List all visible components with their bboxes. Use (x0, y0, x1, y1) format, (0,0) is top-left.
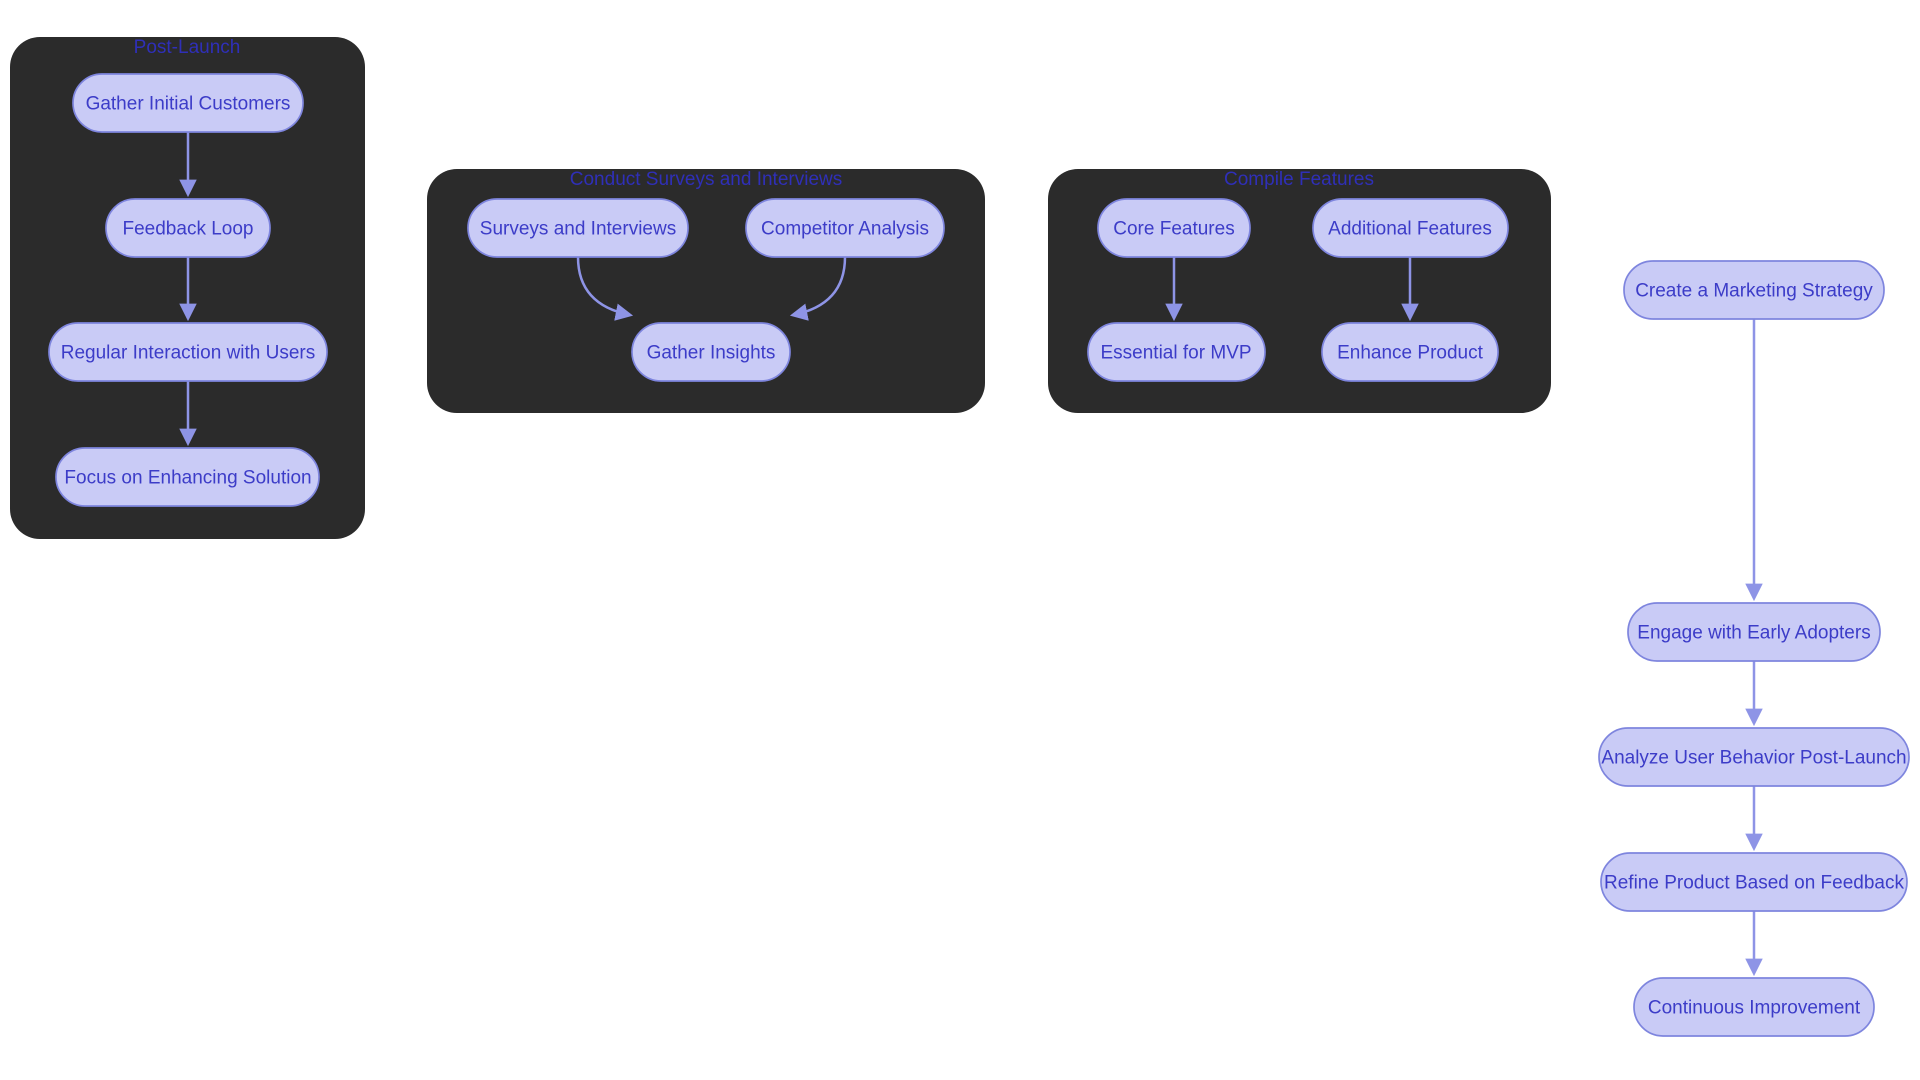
cluster-post-launch-title: Post-Launch (134, 37, 241, 58)
node-analyze-user-behavior-post-launch: Analyze User Behavior Post-Launch (1598, 727, 1910, 787)
node-gather-insights-shape (631, 322, 791, 382)
node-gather-initial-customers-label: Gather Initial Customers (86, 94, 291, 115)
node-focus-on-enhancing-solution: Focus on Enhancing Solution (55, 447, 320, 507)
node-competitor-analysis: Competitor Analysis (745, 198, 945, 258)
node-refine-product-based-on-feedback-shape (1600, 852, 1908, 912)
node-refine-product-based-on-feedback-label: Refine Product Based on Feedback (1604, 873, 1904, 894)
node-essential-for-mvp: Essential for MVP (1087, 322, 1266, 382)
node-essential-for-mvp-shape (1087, 322, 1266, 382)
node-surveys-and-interviews: Surveys and Interviews (467, 198, 689, 258)
node-essential-for-mvp-label: Essential for MVP (1101, 343, 1252, 364)
node-focus-on-enhancing-solution-label: Focus on Enhancing Solution (64, 468, 311, 489)
node-continuous-improvement-shape (1633, 977, 1875, 1037)
node-continuous-improvement-label: Continuous Improvement (1648, 998, 1861, 1019)
node-regular-interaction-with-users-shape (48, 322, 328, 382)
node-enhance-product-shape (1321, 322, 1499, 382)
cluster-conduct-surveys-title: Conduct Surveys and Interviews (570, 169, 842, 190)
node-continuous-improvement: Continuous Improvement (1633, 977, 1875, 1037)
node-regular-interaction-with-users-label: Regular Interaction with Users (61, 343, 316, 364)
node-regular-interaction-with-users: Regular Interaction with Users (48, 322, 328, 382)
node-engage-with-early-adopters-shape (1627, 602, 1881, 662)
node-enhance-product-label: Enhance Product (1337, 343, 1483, 364)
edges (179, 132, 1763, 977)
node-enhance-product: Enhance Product (1321, 322, 1499, 382)
node-core-features: Core Features (1097, 198, 1251, 258)
node-feedback-loop-label: Feedback Loop (123, 219, 254, 240)
node-refine-product-based-on-feedback: Refine Product Based on Feedback (1600, 852, 1908, 912)
node-core-features-shape (1097, 198, 1251, 258)
node-feedback-loop: Feedback Loop (105, 198, 271, 258)
node-gather-insights-label: Gather Insights (647, 343, 776, 364)
node-additional-features-shape (1312, 198, 1509, 258)
node-additional-features-label: Additional Features (1328, 219, 1492, 240)
node-focus-on-enhancing-solution-shape (55, 447, 320, 507)
node-competitor-analysis-shape (745, 198, 945, 258)
edge-competitor-analysis-to-gather-insights (789, 256, 847, 321)
node-additional-features: Additional Features (1312, 198, 1509, 258)
node-engage-with-early-adopters-label: Engage with Early Adopters (1637, 623, 1870, 644)
node-analyze-user-behavior-post-launch-label: Analyze User Behavior Post-Launch (1601, 748, 1906, 769)
node-gather-insights: Gather Insights (631, 322, 791, 382)
node-core-features-label: Core Features (1113, 219, 1234, 240)
node-surveys-and-interviews-label: Surveys and Interviews (480, 219, 676, 240)
node-engage-with-early-adopters: Engage with Early Adopters (1627, 602, 1881, 662)
node-analyze-user-behavior-post-launch-shape (1598, 727, 1910, 787)
cluster-compile-features-title: Compile Features (1224, 169, 1374, 190)
node-create-a-marketing-strategy-label: Create a Marketing Strategy (1635, 281, 1873, 302)
node-surveys-and-interviews-shape (467, 198, 689, 258)
node-create-a-marketing-strategy: Create a Marketing Strategy (1623, 260, 1885, 320)
node-create-a-marketing-strategy-shape (1623, 260, 1885, 320)
node-gather-initial-customers-shape (72, 73, 304, 133)
node-gather-initial-customers: Gather Initial Customers (72, 73, 304, 133)
node-feedback-loop-shape (105, 198, 271, 258)
node-competitor-analysis-label: Competitor Analysis (761, 219, 929, 240)
edge-surveys-interviews-to-gather-insights (576, 256, 634, 321)
